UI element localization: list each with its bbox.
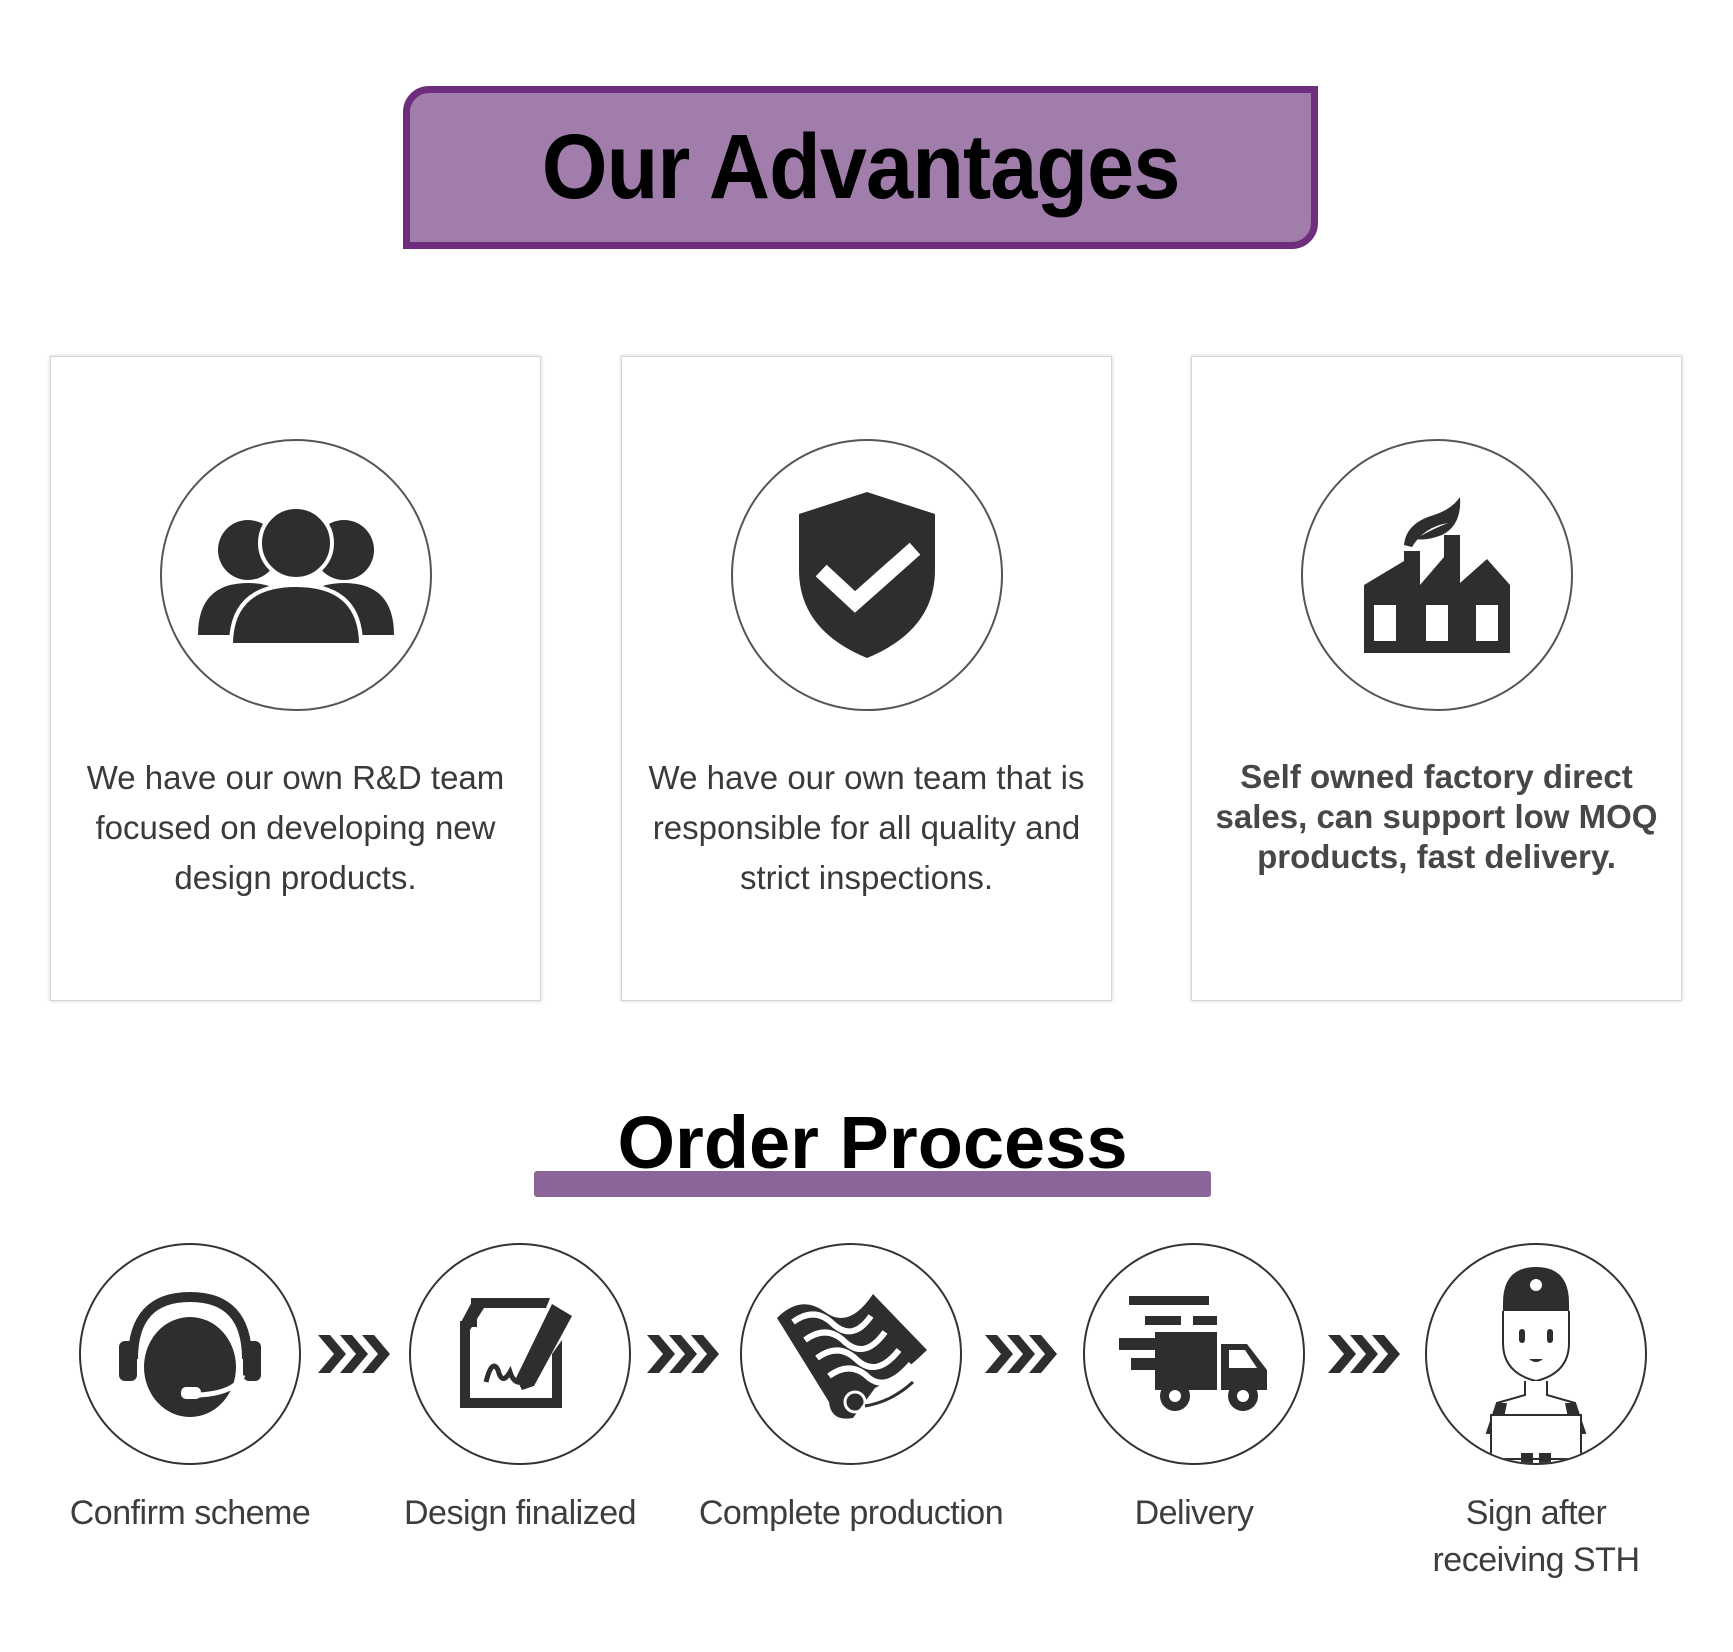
icon-circle bbox=[160, 439, 432, 711]
description-line: design products. bbox=[174, 859, 417, 896]
advantage-description: We have our own team that is responsible… bbox=[632, 753, 1101, 903]
order-process-underline bbox=[534, 1171, 1211, 1197]
advantage-description: We have our own R&D team focused on deve… bbox=[61, 753, 530, 903]
advantages-title: Our Advantages bbox=[541, 116, 1181, 218]
icon-circle bbox=[1301, 439, 1573, 711]
step-confirm-scheme bbox=[79, 1243, 301, 1465]
team-icon bbox=[198, 505, 394, 645]
advantages-title-banner: Our Advantages bbox=[403, 86, 1318, 249]
delivery-truck-icon bbox=[1119, 1296, 1267, 1411]
description-line: sales, can support low MOQ bbox=[1215, 798, 1658, 835]
description-line: We have our own R&D team bbox=[86, 759, 505, 796]
headset-icon bbox=[119, 1291, 261, 1417]
step-label: Sign after receiving STH bbox=[1376, 1490, 1696, 1584]
description-line: We have our own team that is bbox=[648, 759, 1085, 796]
description-line: Self owned factory direct bbox=[1240, 758, 1633, 795]
step-label: Complete production bbox=[691, 1490, 1011, 1537]
icon-circle bbox=[731, 439, 1003, 711]
advantage-description: Self owned factory direct sales, can sup… bbox=[1202, 757, 1671, 877]
courier-person-icon bbox=[1485, 1267, 1587, 1463]
factory-icon bbox=[1364, 497, 1510, 653]
chevron-arrows-icon bbox=[647, 1335, 719, 1373]
advantage-card-factory: Self owned factory direct sales, can sup… bbox=[1191, 356, 1682, 1001]
step-label-line: Design finalized bbox=[403, 1494, 637, 1532]
step-label: Confirm scheme bbox=[30, 1490, 350, 1537]
description-line: focused on developing new bbox=[95, 809, 496, 846]
step-label-line: receiving STH bbox=[1432, 1541, 1640, 1579]
description-line: strict inspections. bbox=[739, 859, 994, 896]
step-delivery bbox=[1083, 1243, 1305, 1465]
chevron-arrows-icon bbox=[985, 1335, 1057, 1373]
chevron-arrows-icon bbox=[318, 1335, 390, 1373]
step-label-line: Complete production bbox=[698, 1494, 1004, 1532]
fabric-roll-icon bbox=[777, 1294, 927, 1419]
step-label-line: Confirm scheme bbox=[69, 1494, 311, 1532]
step-label: Design finalized bbox=[360, 1490, 680, 1537]
shield-check-icon bbox=[799, 492, 935, 658]
step-label: Delivery bbox=[1034, 1490, 1354, 1537]
step-label-line: Sign after bbox=[1465, 1494, 1607, 1532]
description-line: responsible for all quality and bbox=[652, 809, 1081, 846]
step-complete-production bbox=[740, 1243, 962, 1465]
step-sign-after-receiving bbox=[1425, 1243, 1647, 1465]
advantage-card-quality: We have our own team that is responsible… bbox=[621, 356, 1112, 1001]
step-label-line: Delivery bbox=[1134, 1494, 1254, 1532]
description-line: products, fast delivery. bbox=[1257, 838, 1616, 875]
chevron-arrows-icon bbox=[1328, 1335, 1400, 1373]
advantage-card-rnd: We have our own R&D team focused on deve… bbox=[50, 356, 541, 1001]
document-sign-icon bbox=[460, 1298, 572, 1408]
order-process-title: Order Process bbox=[617, 1101, 1128, 1184]
step-design-finalized bbox=[409, 1243, 631, 1465]
